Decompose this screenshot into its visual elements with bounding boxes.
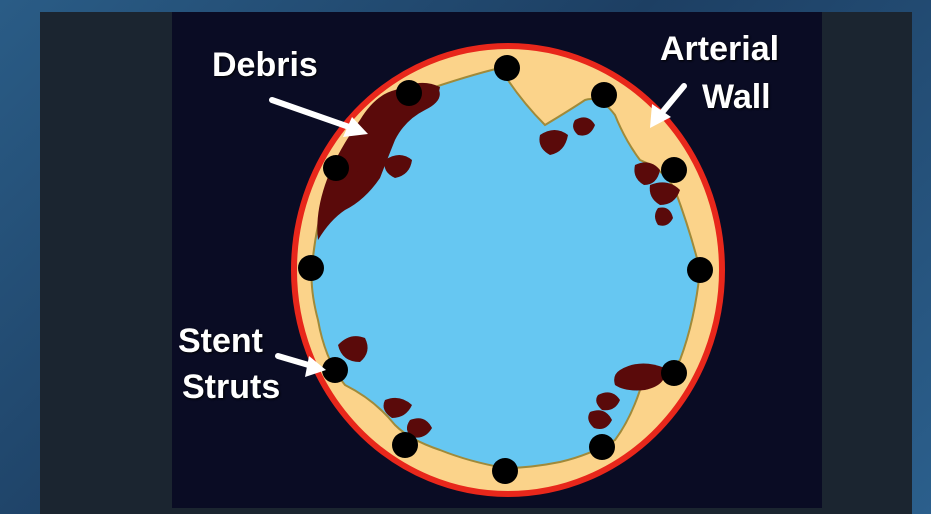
arterial-wall-label-line1: Arterial [660, 32, 779, 66]
stent-struts-label-line2: Struts [182, 370, 280, 404]
arterial-wall-label-line2: Wall [702, 80, 771, 114]
stent-strut [392, 432, 418, 458]
stent-strut [494, 55, 520, 81]
stent-strut [589, 434, 615, 460]
stent-strut [298, 255, 324, 281]
stent-strut [661, 157, 687, 183]
stent-strut [396, 80, 422, 106]
stent-strut [591, 82, 617, 108]
stent-struts-label-line1: Stent [178, 324, 263, 358]
stent-strut [492, 458, 518, 484]
debris-label: Debris [212, 48, 318, 82]
stent-strut [687, 257, 713, 283]
stent-strut [323, 155, 349, 181]
stent-strut [661, 360, 687, 386]
